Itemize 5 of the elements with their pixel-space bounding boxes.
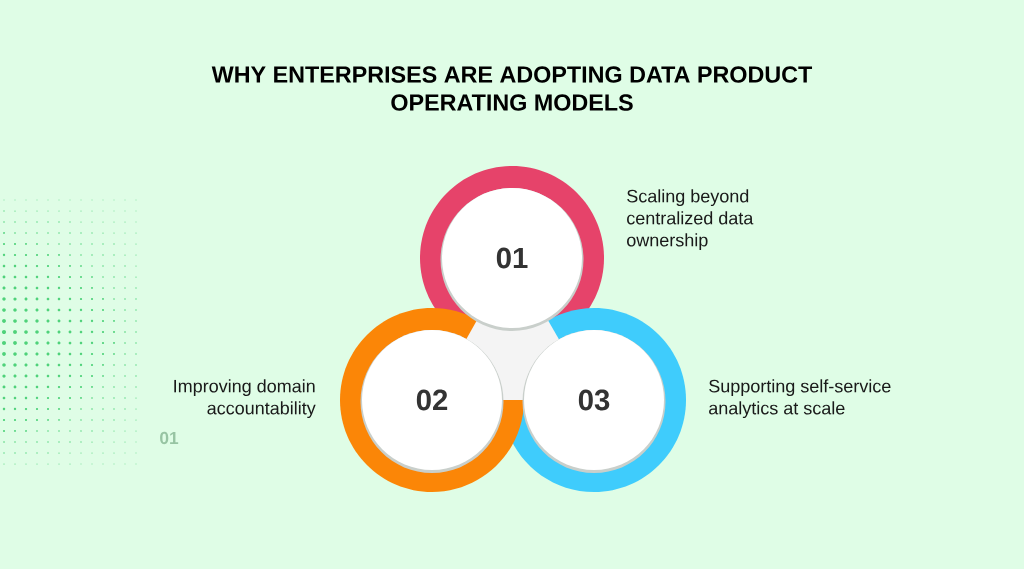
title: WHY ENTERPRISES ARE ADOPTING DATA PRODUCT OPERATING MODELS — [211, 66, 813, 111]
description: Scaling beyond centralized data ownership — [627, 189, 754, 251]
description: Improving domain accountability — [174, 379, 316, 419]
faint-number: 01 — [160, 431, 179, 445]
description: Supporting self-service analytics at scale — [709, 379, 891, 419]
